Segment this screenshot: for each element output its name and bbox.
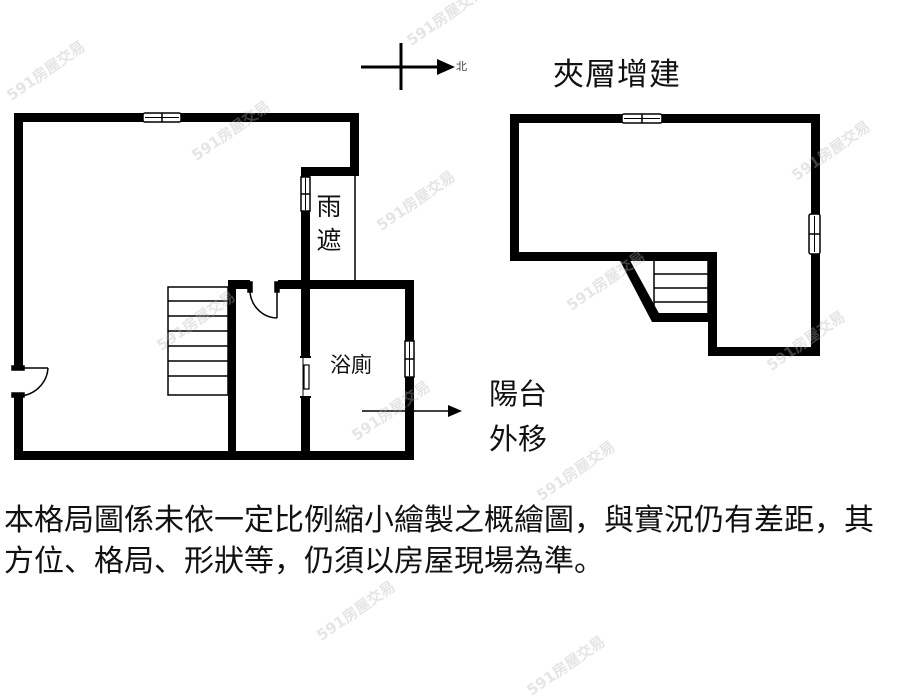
window-icon bbox=[808, 213, 821, 255]
sliding-door-icon bbox=[300, 356, 311, 398]
room-label-rain-shelter: 雨遮 bbox=[316, 192, 342, 255]
relocation-arrow-icon bbox=[362, 405, 462, 417]
window-icon bbox=[300, 176, 311, 212]
staircase-icon bbox=[167, 286, 229, 396]
window-icon bbox=[142, 112, 182, 123]
room-label-bathroom: 浴廁 bbox=[330, 353, 372, 377]
entry-door-icon bbox=[11, 365, 49, 398]
north-label: 北 bbox=[456, 60, 467, 73]
staircase-icon bbox=[653, 253, 709, 315]
window-icon bbox=[404, 340, 415, 378]
compass-north-arrow-icon bbox=[361, 43, 455, 90]
interior-door-icon bbox=[247, 281, 280, 319]
balcony-relocated-note: 陽台外移 bbox=[489, 377, 548, 456]
disclaimer-text: 本格局圖係未依一定比例縮小繪製之概繪圖，與實況仍有差距，其方位、格局、形狀等，仍… bbox=[4, 503, 874, 579]
window-icon bbox=[621, 113, 663, 124]
mezzanine-title: 夾層增建 bbox=[553, 57, 681, 93]
floor-plan-drawing bbox=[11, 43, 821, 460]
mezzanine-plan bbox=[510, 114, 820, 356]
